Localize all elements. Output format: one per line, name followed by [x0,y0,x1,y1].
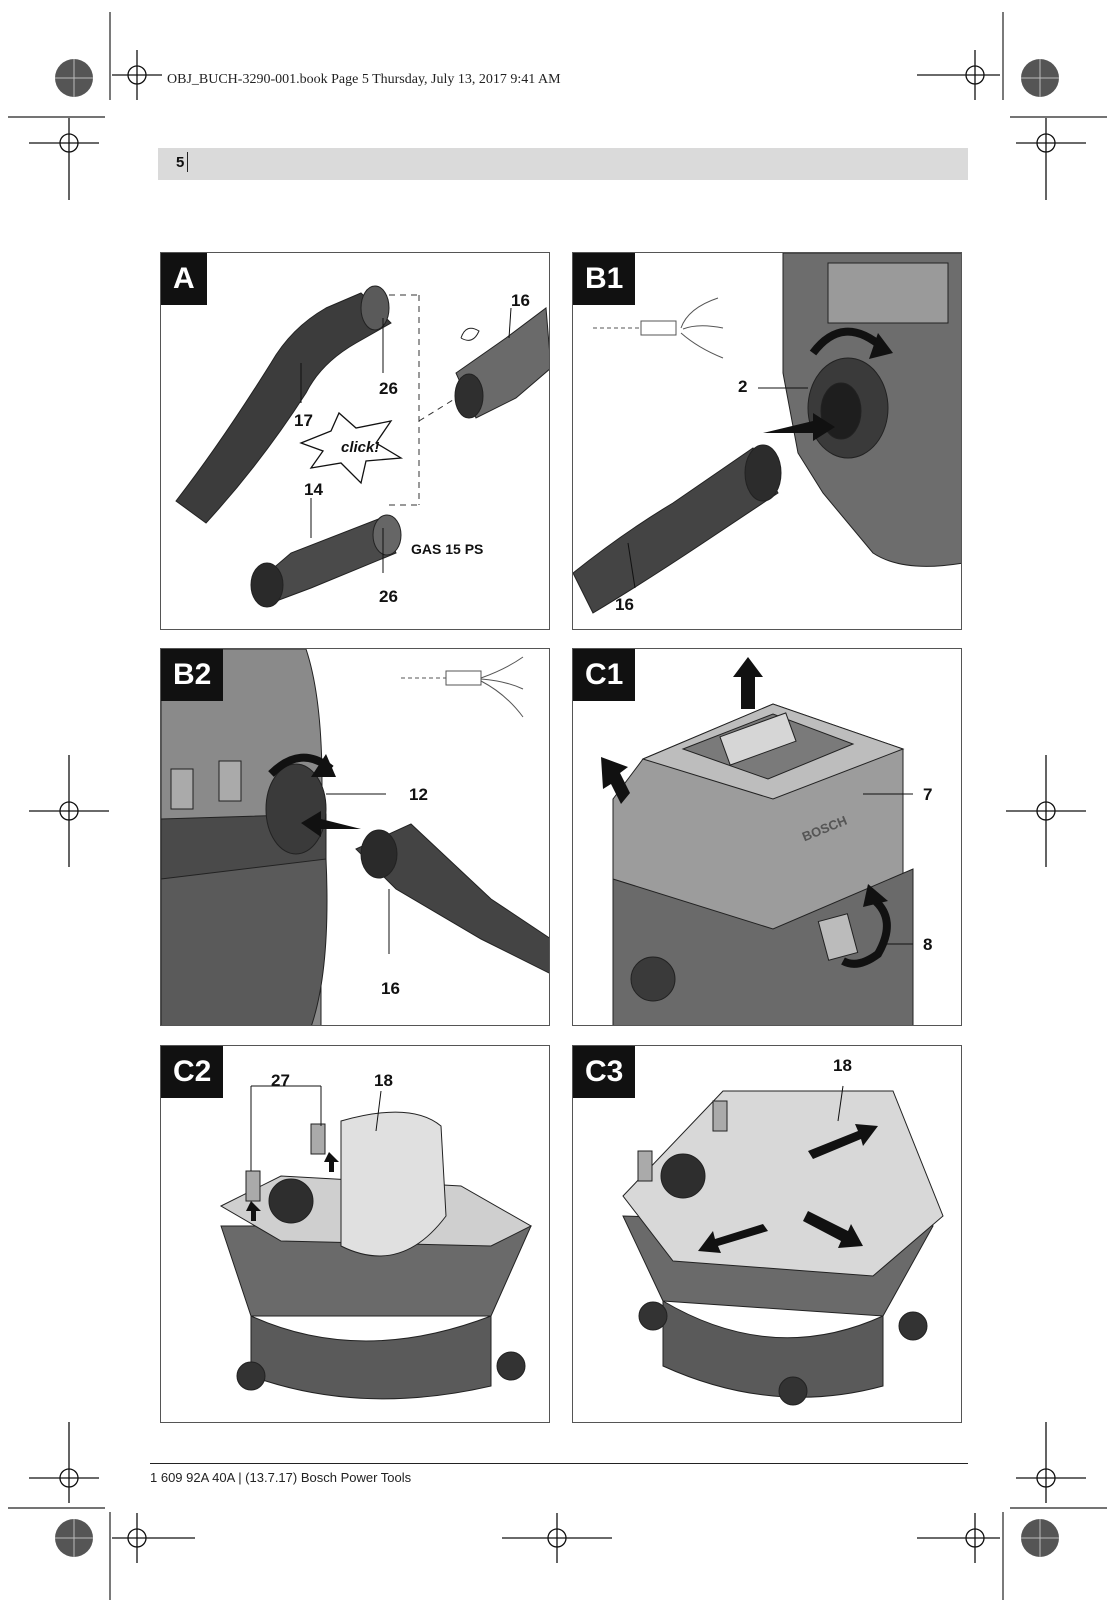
panel-b2: B2 12 16 [160,648,550,1026]
callout-18: 18 [833,1056,852,1075]
callout-18: 18 [374,1071,393,1090]
panel-tag: A [161,253,207,305]
filter-insert-illustration [622,1085,944,1406]
callout-2: 2 [738,377,748,396]
page-number-separator [187,152,188,172]
page-number: 5 [176,154,185,171]
panel-tag: C1 [573,649,636,701]
hose-handle-illustration [175,285,549,608]
blowing-connection-illustration [161,649,549,1025]
callout-26-bottom: 26 [379,587,398,606]
callout-17: 17 [294,411,313,430]
callout-14: 14 [304,480,323,499]
panel-c1: C1 BOSCH 7 8 [572,648,962,1026]
panel-c2: C2 27 18 [160,1045,550,1423]
callout-12: 12 [409,785,428,804]
panel-tag: B2 [161,649,224,701]
model-label: GAS 15 PS [411,541,484,557]
panel-tag: B1 [573,253,636,305]
header-bar [158,148,968,180]
remove-lid-illustration [601,657,914,1025]
panel-tag: C3 [573,1046,636,1098]
footer-rule [150,1463,968,1464]
hose-connection-illustration [573,253,961,614]
footer-text: 1 609 92A 40A | (13.7.17) Bosch Power To… [150,1470,412,1485]
print-slug: OBJ_BUCH-3290-001.book Page 5 Thursday, … [167,72,561,87]
panel-b1: B1 2 16 [572,252,962,630]
callout-16: 16 [511,291,530,310]
panel-tag: C2 [161,1046,224,1098]
filter-removal-illustration [219,1085,533,1400]
callout-27: 27 [271,1071,290,1090]
panel-a: A 16 26 17 click! 14 26 GAS 15 PS [160,252,550,630]
callout-8: 8 [923,935,933,954]
click-label: click! [341,439,380,456]
panel-c3: C3 18 [572,1045,962,1423]
callout-7: 7 [923,785,933,804]
callout-16: 16 [615,595,634,614]
callout-16: 16 [381,979,400,998]
callout-26-top: 26 [379,379,398,398]
